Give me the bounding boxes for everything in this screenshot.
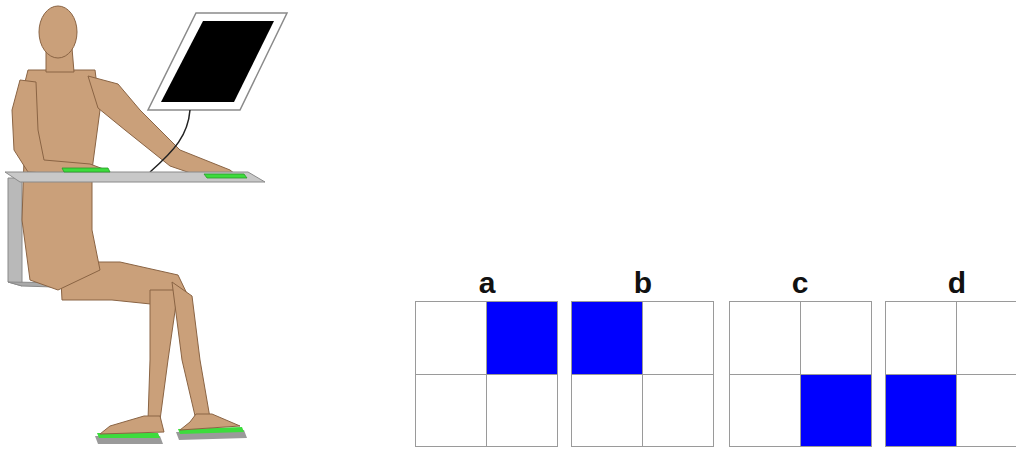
table [5,168,265,182]
monitor [148,13,287,172]
grid-a [416,302,558,447]
panel-letter: c [792,268,809,298]
grid-b [572,302,714,447]
panel-letter: a [479,268,496,298]
grid-c [730,302,872,447]
panel-letter: b [634,268,652,298]
grid-d [886,302,1016,447]
panel-letter: d [948,268,966,298]
